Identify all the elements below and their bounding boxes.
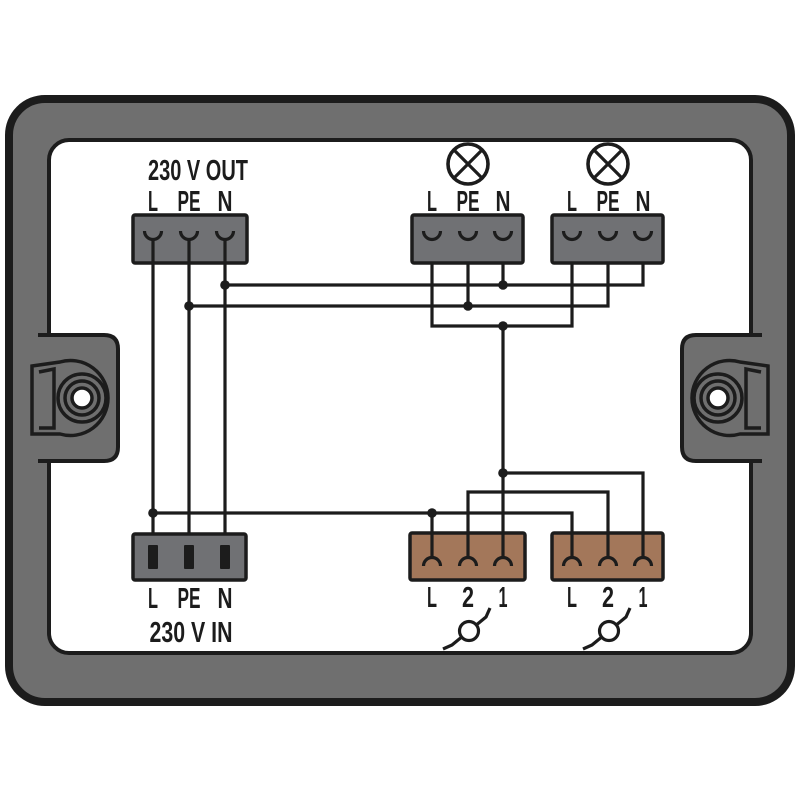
terminal-block-switch2: L 2 1 — [550, 531, 665, 651]
junction-dot — [498, 321, 508, 331]
terminal-socket-icon — [421, 555, 443, 567]
wire-terminal1-link — [503, 471, 645, 558]
lamp-icon — [446, 142, 490, 186]
switch1-terminal-label-2: 2 — [462, 582, 474, 614]
switch1-terminal-label-1: 1 — [499, 582, 508, 614]
terminal-socket-icon — [457, 555, 479, 567]
lamp1-terminal-label-PE: PE — [457, 186, 480, 218]
terminal-socket-icon — [178, 230, 200, 242]
left-mounting-hole-icon — [70, 386, 94, 410]
terminal-socket-icon — [632, 230, 654, 242]
terminal-block-230v-out: 230 V OUT L PE N — [131, 155, 249, 265]
terminal-socket-icon — [561, 230, 583, 242]
lamp2-terminal-label-N: N — [636, 186, 651, 218]
lamp2-terminal-label-L: L — [567, 186, 577, 218]
junction-dot — [427, 508, 437, 518]
lamp-icon-cross — [592, 148, 624, 180]
right-lug-boss — [692, 372, 744, 424]
right-screw-lug-icon — [690, 358, 770, 438]
in-block-title: 230 V IN — [150, 617, 233, 649]
junction-dot — [463, 301, 473, 311]
left-lug-boss — [56, 372, 108, 424]
switch-knob — [597, 619, 621, 643]
junction-dot — [498, 468, 508, 478]
terminal-socket-icon — [421, 230, 443, 242]
junction-dot — [148, 508, 158, 518]
terminal-block-230v-in: L PE N 230 V IN — [131, 532, 248, 649]
terminal-socket-icon — [214, 230, 236, 242]
lamp-icon-cross — [452, 148, 484, 180]
pin-contact-icon — [184, 545, 194, 569]
right-mounting-hole-icon — [706, 386, 730, 410]
left-screw-lug-icon — [30, 358, 110, 438]
switch2-terminal-label-1: 1 — [639, 582, 648, 614]
out-block-title: 230 V OUT — [148, 155, 248, 187]
terminal-socket-icon — [597, 555, 619, 567]
lamp1-terminal-label-L: L — [427, 186, 437, 218]
lamp-icon — [586, 142, 630, 186]
switch-knob — [457, 619, 481, 643]
junction-dot — [184, 301, 194, 311]
junction-dot — [498, 280, 508, 290]
terminal-socket-icon — [492, 555, 514, 567]
pin-contact-icon — [148, 545, 158, 569]
switch2-terminal-label-2: 2 — [602, 582, 614, 614]
switch1-terminal-label-L: L — [427, 582, 437, 614]
terminal-socket-icon — [632, 555, 654, 567]
switch-icon — [442, 607, 492, 651]
terminal-socket-icon — [492, 230, 514, 242]
pin-contact-icon — [220, 545, 230, 569]
right-mounting-tab — [680, 333, 770, 463]
left-mounting-tab — [30, 333, 120, 463]
in-terminal-label-N: N — [218, 583, 233, 615]
out-terminal-label-L: L — [148, 186, 158, 218]
stem — [570, 533, 645, 558]
lamp2-terminal-label-PE: PE — [597, 186, 620, 218]
terminal-socket-icon — [142, 230, 164, 242]
switch2-terminal-label-L: L — [567, 582, 577, 614]
stem — [430, 533, 505, 558]
switch-icon — [582, 607, 632, 651]
right-lug-inner-line — [744, 366, 762, 430]
terminal-block-lamp1: L PE N — [410, 142, 525, 265]
wire-terminal2-link — [466, 490, 610, 558]
enclosure-frame — [5, 95, 795, 706]
in-terminal-label-L: L — [148, 583, 158, 615]
terminal-socket-icon — [457, 230, 479, 242]
out-terminal-label-N: N — [218, 186, 233, 218]
left-lug-ring — [63, 379, 101, 417]
terminal-block-switch1: L 2 1 — [408, 531, 527, 651]
terminal-block-lamp2: L PE N — [550, 142, 665, 265]
terminal-socket-icon — [561, 555, 583, 567]
right-lug-ring — [699, 379, 737, 417]
left-lug-inner-line — [38, 366, 56, 430]
out-terminal-label-PE: PE — [178, 186, 201, 218]
lamp1-terminal-label-N: N — [496, 186, 511, 218]
terminal-socket-icon — [597, 230, 619, 242]
in-terminal-label-PE: PE — [178, 583, 201, 615]
junction-dot — [220, 280, 230, 290]
